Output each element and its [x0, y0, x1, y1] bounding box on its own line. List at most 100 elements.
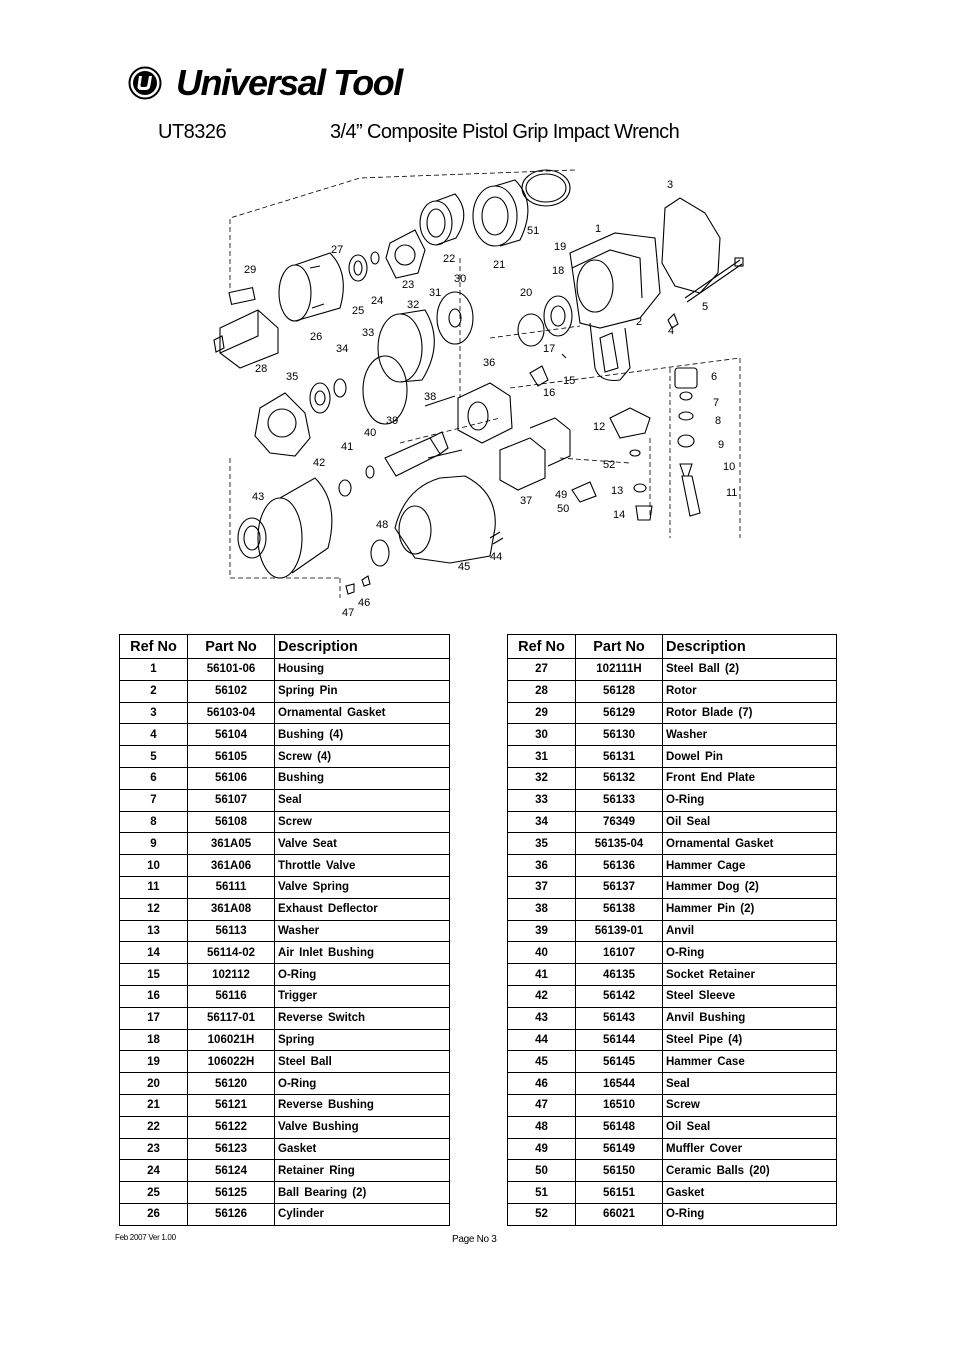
part-no-cell: 46135 [575, 963, 663, 986]
ref-no-cell: 25 [119, 1181, 188, 1204]
part-no-cell: 56144 [575, 1028, 663, 1052]
part-no-cell: 56149 [575, 1137, 663, 1161]
description-cell: Spring [274, 1028, 450, 1052]
description-cell: Housing [274, 658, 450, 681]
svg-text:9: 9 [718, 439, 724, 451]
svg-text:26: 26 [310, 331, 322, 343]
ref-no-cell: 4 [119, 723, 188, 747]
ref-no-cell: 40 [507, 941, 576, 965]
svg-text:20: 20 [520, 287, 532, 299]
part-no-cell: 56145 [575, 1050, 663, 1074]
svg-text:44: 44 [490, 551, 502, 563]
svg-text:16: 16 [543, 387, 555, 399]
ref-no-cell: 20 [119, 1072, 188, 1095]
description-cell: Exhaust Deflector [274, 897, 450, 921]
part-no-cell: 56148 [575, 1115, 663, 1139]
part-no-cell: 56131 [575, 745, 663, 768]
ref-no-cell: 15 [119, 963, 188, 986]
ref-no-cell: 13 [119, 919, 188, 943]
ref-no-cell: 50 [507, 1159, 576, 1183]
svg-text:13: 13 [611, 485, 623, 497]
header-ref-no: Ref No [119, 634, 188, 659]
ref-no-cell: 30 [507, 723, 576, 747]
description-cell: Screw [662, 1093, 837, 1117]
ref-no-cell: 46 [507, 1072, 576, 1095]
svg-text:17: 17 [543, 343, 555, 355]
part-no-cell: 56104 [187, 723, 275, 747]
svg-text:52: 52 [603, 459, 615, 471]
description-cell: Bushing (4) [274, 723, 450, 747]
part-no-cell: 56130 [575, 723, 663, 747]
svg-text:28: 28 [255, 363, 267, 375]
header-part-no: Part No [575, 634, 663, 659]
part-no-cell: 56139-01 [575, 919, 663, 943]
part-no-cell: 56122 [187, 1115, 275, 1139]
part-no-cell: 56124 [187, 1159, 275, 1183]
svg-text:7: 7 [713, 397, 719, 409]
universal-tool-logo-icon [128, 66, 162, 100]
svg-text:32: 32 [407, 299, 419, 311]
svg-text:27: 27 [331, 244, 343, 256]
description-cell: Screw (4) [274, 745, 450, 768]
description-cell: Rotor Blade (7) [662, 701, 837, 725]
svg-text:14: 14 [613, 509, 625, 521]
svg-text:6: 6 [711, 371, 717, 383]
header-description: Description [662, 634, 837, 659]
description-cell: O-Ring [274, 963, 450, 986]
description-cell: Valve Spring [274, 875, 450, 899]
part-no-cell: 16510 [575, 1093, 663, 1117]
description-cell: Hammer Case [662, 1050, 837, 1074]
ref-no-cell: 17 [119, 1006, 188, 1030]
ref-no-cell: 14 [119, 941, 188, 965]
part-no-cell: 56143 [575, 1006, 663, 1030]
svg-text:37: 37 [520, 495, 532, 507]
part-no-cell: 56132 [575, 766, 663, 790]
ref-no-cell: 16 [119, 984, 188, 1008]
ref-no-cell: 35 [507, 832, 576, 856]
svg-text:24: 24 [371, 295, 383, 307]
description-cell: Steel Sleeve [662, 984, 837, 1008]
ref-no-cell: 47 [507, 1093, 576, 1117]
ref-no-cell: 27 [507, 658, 576, 681]
svg-text:39: 39 [386, 415, 398, 427]
ref-no-cell: 51 [507, 1181, 576, 1204]
ref-no-cell: 11 [119, 875, 188, 899]
description-cell: Steel Ball [274, 1050, 450, 1074]
svg-text:45: 45 [458, 561, 470, 573]
ref-no-cell: 12 [119, 897, 188, 921]
ref-no-cell: 44 [507, 1028, 576, 1052]
part-no-cell: 56125 [187, 1181, 275, 1204]
description-cell: Ornamental Gasket [274, 701, 450, 725]
part-no-cell: 102112 [187, 963, 275, 986]
description-cell: Valve Bushing [274, 1115, 450, 1139]
part-no-cell: 361A05 [187, 832, 275, 856]
description-cell: Reverse Bushing [274, 1093, 450, 1117]
description-cell: O-Ring [662, 941, 837, 965]
page-number: Page No 3 [452, 1234, 497, 1245]
svg-text:34: 34 [336, 343, 348, 355]
ref-no-cell: 28 [507, 679, 576, 703]
ref-no-cell: 29 [507, 701, 576, 725]
description-cell: Trigger [274, 984, 450, 1008]
